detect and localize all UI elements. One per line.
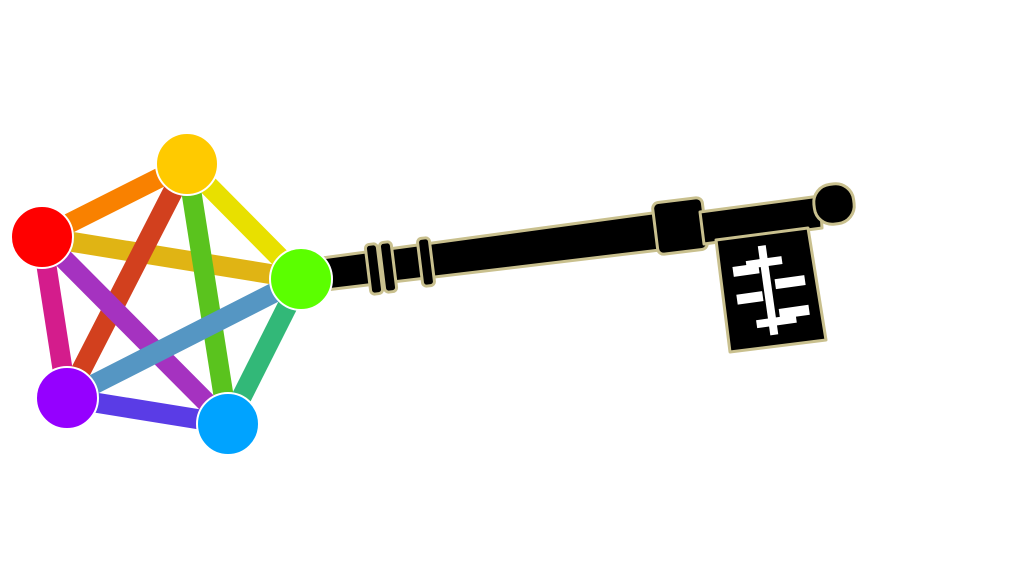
node-green: [269, 247, 333, 311]
node-yellow: [155, 132, 219, 196]
key-icon: [320, 182, 856, 354]
edge-yellow-purple: [58, 159, 196, 403]
edge-green-purple: [62, 270, 306, 407]
node-blue: [196, 392, 260, 456]
key-part: [651, 196, 709, 256]
edge-yellow-blue: [177, 162, 238, 426]
pentagram-nodes: [10, 132, 333, 456]
key-part: [363, 242, 385, 296]
edge-red-green: [40, 227, 303, 289]
edge-red-blue: [34, 229, 236, 432]
key-part: [377, 240, 399, 294]
key-part: [416, 236, 436, 288]
node-red: [10, 205, 74, 269]
key-part: [812, 182, 856, 226]
node-purple: [35, 366, 99, 430]
